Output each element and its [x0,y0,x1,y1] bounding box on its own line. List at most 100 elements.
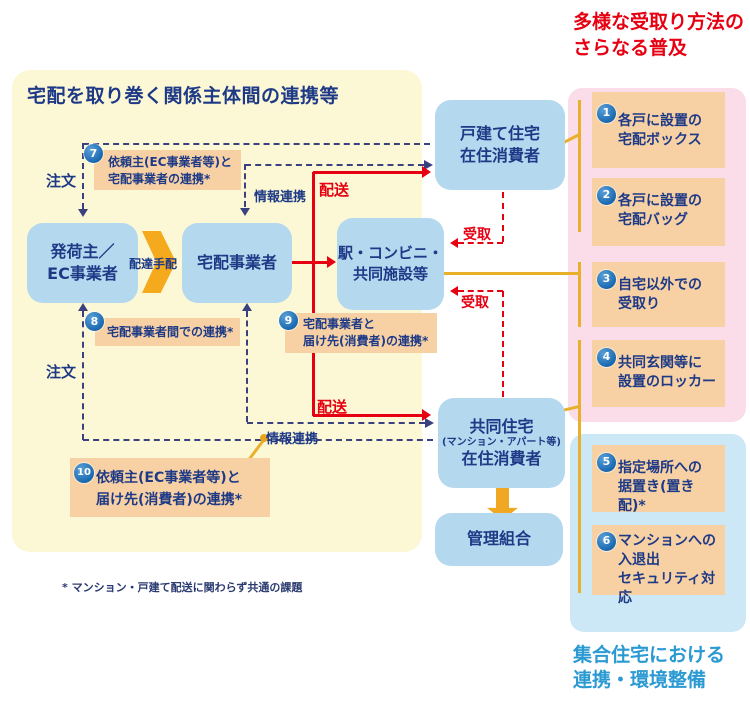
delivery-line-carrier-to-station [292,261,328,264]
delivery-arrowhead-detached [422,166,431,178]
pickup-bottom-arrowhead [450,286,458,296]
item-3-line: 自宅以外での [618,277,702,293]
bracket-link-station [440,272,579,275]
bottom-heading-line: 集合住宅における [573,644,726,666]
bracket-item-3 [578,262,581,327]
order-line-top-vertical [82,143,84,209]
delivery-label-bottom: 配送 [317,398,348,416]
order-label-bottom: 注文 [46,363,77,381]
delivery-line-top-horizontal [313,171,423,174]
bracket-items-1-2 [578,100,581,232]
entity-shipper: 発荷主／ EC事業者 [27,223,138,303]
delivery-arrowhead-apartment [422,409,431,421]
receive-item-4-entrance-locker: 4 共同玄関等に 設置のロッカー [592,340,725,407]
receive-item-5-designated-place: 5 指定場所への 据置き(置き配)* [592,445,725,514]
note10-pointer-dot [260,434,268,442]
note-7-line: 依頼主(EC事業者等)と [108,155,232,169]
order-bottom-up-arrowhead [78,303,88,311]
order-line-top-horizontal [83,143,430,145]
note-10-line: 依頼主(EC事業者等)と [96,470,241,486]
note-10-line: 届け先(消費者)の連携* [96,491,243,508]
note-7-shipper-carrier-cooperation: 7 依頼主(EC事業者等)と 宅配事業者の連携* [84,144,241,190]
entity-apartment-line: 在住消費者 [461,449,542,469]
entity-apartment-line: 共同住宅 [469,416,534,436]
bracket-items-4-5-6 [578,340,581,593]
item-4-line: 共同玄関等に [618,355,702,371]
item-6-line: 入退出 [618,551,660,568]
bottom-heading-line: 連携・環境整備 [573,669,707,692]
note-7-line: 宅配事業者の連携* [108,172,211,187]
item-6-badge: 6 [597,532,616,551]
info-line-top-horizontal [245,164,424,166]
info-line-bottom-vertical [246,311,248,422]
pickup-line-top-horizontal [458,242,503,244]
info-top-down-arrowhead [240,208,250,216]
info-top-right-arrowhead [424,160,433,170]
note-9-badge: 9 [279,311,298,330]
entity-management-line: 管理組合 [466,529,531,549]
order-label-top: 注文 [46,172,77,190]
info-label-top: 情報連携 [254,190,307,205]
item-5-line: 指定場所への [618,460,702,476]
order-line-bottom-horizontal [83,439,433,441]
delivery-line-bottom-horizontal [313,414,423,417]
item-2-line: 各戸に設置の [618,193,702,209]
item-5-badge: 5 [597,453,616,472]
info-line-top-vertical [244,164,246,207]
info-label-bottom: 情報連携 [266,432,319,447]
arrange-label: 配達手配 [129,257,178,271]
footnote: * マンション・戸建て配送に関わらず共通の課題 [62,581,303,594]
delivery-label-top: 配送 [319,181,350,199]
entity-carrier-line: 宅配事業者 [196,252,277,272]
entity-station-conbini: 駅・コンビニ・ 共同施設等 [337,218,444,310]
bottom-right-heading: 集合住宅における 連携・環境整備 [573,643,725,693]
note-8-carrier-to-carrier-cooperation: 8 宅配事業者間での連携* [85,312,240,346]
note-8-badge: 8 [85,312,104,331]
item-5-line: 据置き(置き配)* [618,478,695,514]
item-1-line: 各戸に設置の [618,113,702,129]
order-line-bottom-vertical [82,311,84,440]
entity-detached-line: 在住消費者 [459,146,540,165]
entity-apartment-subline: (マンション・アパート等) [442,436,561,448]
note-8-line: 宅配事業者間での連携* [107,325,234,339]
order-top-arrowhead [78,209,88,217]
pickup-label-top: 受取 [463,227,491,243]
entity-station-line: 共同施設等 [352,265,428,283]
receive-item-3-outside-home: 3 自宅以外での 受取り [592,262,725,327]
info-line-bottom-horizontal [247,422,425,424]
info-bottom-up-arrowhead [242,303,252,311]
right-heading-line: さらなる普及 [573,37,688,60]
item-2-line: 宅配バッグ [618,211,688,228]
entity-shipper-line: EC事業者 [47,264,118,283]
delivery-trunk-vertical [312,172,315,416]
pickup-line-top-vertical [502,192,504,242]
item-2-badge: 2 [597,186,616,205]
entity-detached-line: 戸建て住宅 [459,123,540,143]
note-7-badge: 7 [84,144,103,163]
entity-station-line: 駅・コンビニ・ [337,244,443,263]
right-heading-line: 多様な受取り方法の [573,11,745,33]
receive-item-2-delivery-bag: 2 各戸に設置の 宅配バッグ [592,178,725,246]
note-9-line: 宅配事業者と [303,317,376,331]
main-title: 宅配を取り巻く関係主体間の連携等 [27,85,340,107]
entity-shipper-line: 発荷主／ [50,241,115,261]
receive-item-6-entry-security: 6 マンションへの 入退出 セキュリティ対応 [592,525,725,606]
note-9-line: 届け先(消費者)の連携* [303,334,429,349]
item-1-line: 宅配ボックス [618,131,702,148]
info-bottom-right-arrowhead [425,418,434,428]
entity-management-association: 管理組合 [435,513,563,566]
note-10-badge: 10 [74,463,94,483]
note-10-shipper-recipient-cooperation: 10 依頼主(EC事業者等)と 届け先(消費者)の連携* [70,458,270,517]
item-1-badge: 1 [597,104,616,123]
pickup-line-bottom-vertical [502,291,504,397]
right-panel-heading: 多様な受取り方法の さらなる普及 [573,9,744,61]
pickup-label-bottom: 受取 [461,295,489,311]
item-4-badge: 4 [597,348,616,367]
item-4-line: 設置のロッカー [618,373,716,390]
receive-item-1-delivery-box: 1 各戸に設置の 宅配ボックス [592,92,725,168]
item-6-line: セキュリティ対応 [618,570,716,606]
pickup-top-arrowhead [450,238,458,248]
delivery-arrowhead-station [327,256,336,268]
entity-detached-house-consumer: 戸建て住宅 在住消費者 [435,100,565,190]
